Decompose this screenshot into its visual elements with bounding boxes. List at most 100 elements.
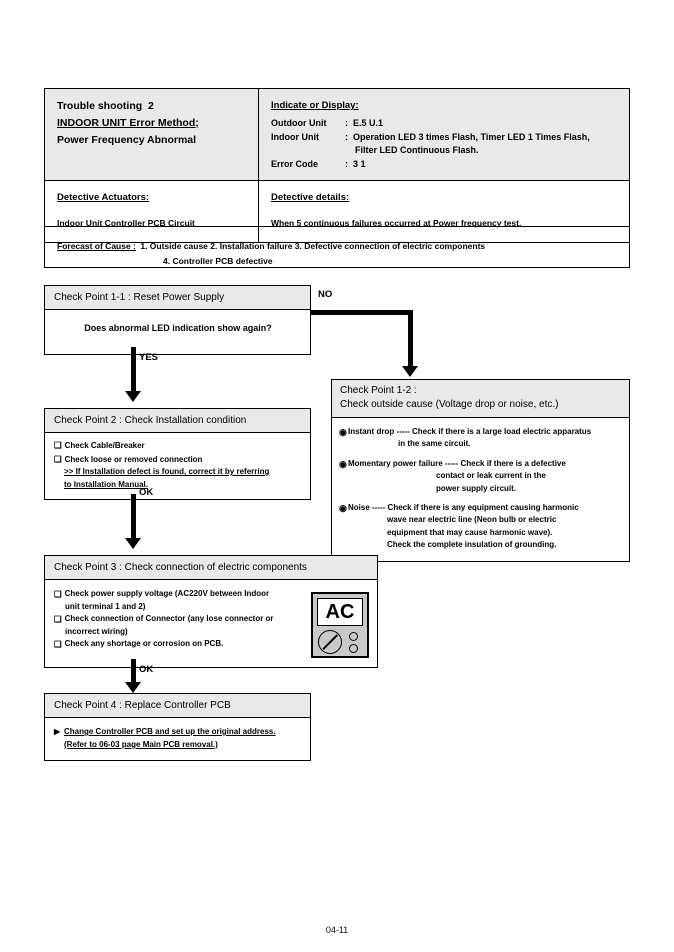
check-point-2-title: Check Point 2 : Check Installation condi… [45, 409, 310, 433]
bullet-text: Instant drop ----- Check if there is a l… [348, 426, 623, 451]
installation-note-line2: to Installation Manual. [64, 479, 149, 489]
list-item: ❑Check any shortage or corrosion on PCB. [54, 638, 302, 651]
bullet-line1: Instant drop ----- Check if there is a l… [348, 427, 592, 436]
multimeter-terminal-icon [349, 632, 358, 641]
detective-actuators-cell: Detective Actuators: Indoor Unit Control… [45, 181, 259, 242]
bullet-line4: Check the complete insulation of groundi… [387, 540, 557, 550]
error-method-title: INDOOR UNIT Error Method; [57, 117, 199, 129]
detective-actuators-title: Detective Actuators: [57, 192, 150, 203]
checkbox-icon: ❑ [54, 589, 62, 599]
check-point-2-box: Check Point 2 : Check Installation condi… [44, 408, 311, 500]
check-item-text: Check power supply voltage (AC220V betwe… [64, 589, 270, 598]
indicate-display-title: Indicate or Display: [271, 100, 359, 111]
arrow-head-to-check-point-2 [125, 391, 141, 402]
multimeter-dial-icon [318, 630, 342, 654]
check-point-4-box: Check Point 4 : Replace Controller PCB ▶… [44, 693, 311, 761]
multimeter-display-label: AC [325, 601, 355, 623]
check-point-1-2-title-line1: Check Point 1-2 : [340, 385, 417, 396]
check-point-4-title: Check Point 4 : Replace Controller PCB [45, 694, 310, 718]
bullet-line3: equipment that may cause harmonic wave). [387, 527, 553, 537]
indoor-unit-label: Indoor Unit [271, 131, 319, 142]
outdoor-unit-row: Outdoor Unit : E.5 U.1 [271, 117, 621, 131]
multimeter-terminal-icon [349, 644, 358, 653]
checkbox-icon: ❑ [54, 639, 62, 649]
indoor-unit-row: Indoor Unit : Operation LED 3 times Flash… [271, 131, 621, 145]
arrow-head-to-check-point-1-2 [402, 366, 418, 377]
list-item: ▶ Change Controller PCB and set up the o… [54, 725, 302, 738]
forecast-of-cause-line1: 1. Outside cause 2. Installation failure… [140, 241, 486, 251]
replace-pcb-line1: Change Controller PCB and set up the ori… [64, 727, 276, 736]
connector-no-vertical [408, 310, 413, 367]
installation-note-line1: >> If Installation defect is found, corr… [64, 467, 270, 476]
indicate-or-display-cell: Indicate or Display: Outdoor Unit : E.5 U… [259, 89, 629, 180]
bullet-text: Momentary power failure ----- Check if t… [348, 458, 623, 495]
check-point-3-list: ❑Check power supply voltage (AC220V betw… [54, 588, 302, 651]
check-item-text: Check connection of Connector (any lose … [64, 614, 274, 623]
connector-no-horizontal [311, 310, 413, 315]
check-item-text: Check loose or removed connection [64, 454, 203, 464]
flow-label-yes: YES [139, 352, 159, 363]
table-row-error-identification: Trouble shooting 2 INDOOR UNIT Error Met… [45, 89, 629, 180]
check-point-1-1-title: Check Point 1-1 : Reset Power Supply [45, 286, 310, 310]
check-point-1-2-box: Check Point 1-2 : Check outside cause (Vo… [331, 379, 630, 562]
list-item: ◉ Momentary power failure ----- Check if… [339, 458, 623, 495]
bullet-line2: in the same circuit. [398, 439, 471, 449]
detective-actuators-body: Indoor Unit Controller PCB Circuit [57, 218, 195, 228]
trouble-shooting-number: Trouble shooting 2 [57, 100, 154, 112]
check-point-1-1-question: Does abnormal LED indication show again? [84, 323, 272, 333]
error-summary-table: Trouble shooting 2 INDOOR UNIT Error Met… [44, 88, 630, 243]
detective-details-title: Detective details: [271, 192, 350, 203]
check-point-1-2-title-line2: Check outside cause (Voltage drop or noi… [340, 399, 559, 410]
multimeter-display: AC [317, 598, 363, 626]
error-method-cell: Trouble shooting 2 INDOOR UNIT Error Met… [45, 89, 259, 180]
flow-label-ok-1: OK [139, 487, 154, 498]
arrow-head-to-check-point-3 [125, 538, 141, 549]
checkbox-icon: ❑ [54, 453, 62, 464]
page-number: 04-11 [325, 925, 349, 935]
list-item: ◉ Instant drop ----- Check if there is a… [339, 426, 623, 451]
error-code-value: : 3 1 [345, 158, 366, 169]
error-name: Power Frequency Abnormal [57, 134, 197, 146]
check-point-1-1-box: Check Point 1-1 : Reset Power Supply Doe… [44, 285, 311, 355]
list-item: ❑Check Cable/Breaker [54, 439, 302, 453]
list-item: ❑Check power supply voltage (AC220V betw… [54, 588, 302, 601]
indoor-unit-value-line2: Filter LED Continuous Flash. [355, 145, 479, 155]
check-point-1-2-title: Check Point 1-2 : Check outside cause (Vo… [332, 380, 629, 418]
arrow-head-to-check-point-4 [125, 682, 141, 693]
bullet-line2: contact or leak current in the [436, 471, 546, 481]
check-point-1-2-body: ◉ Instant drop ----- Check if there is a… [332, 418, 629, 561]
bullet-line2: wave near electric line (Neon bulb or el… [387, 515, 557, 525]
bullet-line3: power supply circuit. [436, 483, 517, 493]
connector-ok2-vertical [131, 659, 136, 684]
flow-label-ok-2: OK [139, 664, 154, 675]
table-row-detective-info: Detective Actuators: Indoor Unit Control… [45, 180, 629, 242]
check-point-3-title: Check Point 3 : Check connection of elec… [45, 556, 377, 580]
connector-yes-vertical [131, 347, 136, 392]
error-code-label: Error Code [271, 158, 319, 169]
indoor-unit-value: : Operation LED 3 times Flash, Timer LED… [345, 131, 590, 142]
outdoor-unit-value: : E.5 U.1 [345, 118, 384, 128]
connector-ok1-vertical [131, 494, 136, 539]
list-item: ❑Check loose or removed connection [54, 453, 302, 467]
forecast-of-cause-line2: 4. Controller PCB defective [163, 256, 273, 266]
check-point-1-1-body: Does abnormal LED indication show again? [45, 310, 310, 354]
outdoor-unit-label: Outdoor Unit [271, 118, 327, 128]
detective-details-body: When 5 continuous failures occurred at P… [271, 218, 522, 228]
list-item: ◉ Noise ----- Check if there is any equi… [339, 502, 623, 552]
checkbox-icon: ❑ [54, 614, 62, 624]
bullet-icon: ◉ [339, 427, 347, 437]
check-point-4-body: ▶ Change Controller PCB and set up the o… [45, 718, 310, 760]
list-item: ❑Check connection of Connector (any lose… [54, 613, 302, 626]
check-point-2-body: ❑Check Cable/Breaker ❑Check loose or rem… [45, 433, 310, 499]
bullet-text: Noise ----- Check if there is any equipm… [348, 502, 623, 552]
bullet-line1: Noise ----- Check if there is any equipm… [348, 503, 579, 513]
detective-details-cell: Detective details: When 5 continuous fai… [259, 181, 629, 242]
checkbox-icon: ❑ [54, 440, 62, 450]
check-item-text: Check any shortage or corrosion on PCB. [64, 639, 224, 648]
ac-multimeter-icon: AC [311, 592, 369, 658]
forecast-of-cause-box: Forecast of Cause : 1. Outside cause 2. … [44, 226, 630, 268]
flow-label-no: NO [318, 289, 333, 300]
forecast-of-cause-label: Forecast of Cause : [57, 241, 136, 251]
bullet-icon: ◉ [339, 458, 347, 469]
check-item-text: Check Cable/Breaker [64, 441, 145, 450]
